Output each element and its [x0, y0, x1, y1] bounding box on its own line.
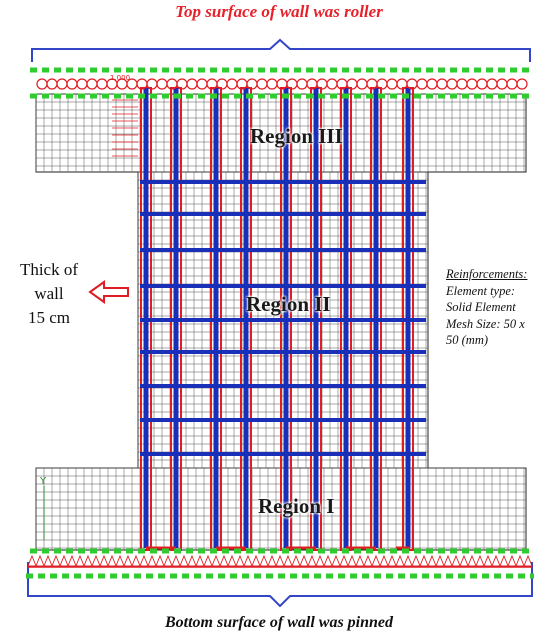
- roller-circle: [256, 78, 268, 90]
- roller-circle: [476, 78, 488, 90]
- region-3-label: Region III: [250, 124, 343, 148]
- region-1-label: Region I: [258, 494, 335, 518]
- wall-thickness-label: Thick of wall 15 cm: [6, 258, 92, 330]
- roller-circle: [416, 78, 428, 90]
- roller-circle: [126, 78, 138, 90]
- roller-circle: [386, 78, 398, 90]
- roller-circle: [466, 78, 478, 90]
- region-2-label: Region II: [246, 292, 331, 316]
- top-value-label: 1.000: [110, 74, 130, 82]
- roller-circle: [496, 78, 508, 90]
- axis-y-label: Y: [39, 476, 47, 487]
- reinforcement-line-4: 50 (mm): [446, 333, 489, 348]
- pinned-supports: [27, 554, 533, 567]
- roller-circle: [46, 78, 58, 90]
- bottom-caption: Bottom surface of wall was pinned: [164, 614, 394, 631]
- thickness-line-2: wall: [34, 284, 64, 303]
- roller-circle: [36, 78, 48, 90]
- roller-circle: [266, 78, 278, 90]
- bottom-bracket: [27, 562, 533, 608]
- roller-circle: [186, 78, 198, 90]
- thickness-arrow: [88, 280, 129, 304]
- roller-circle: [196, 78, 208, 90]
- roller-circle: [486, 78, 498, 90]
- roller-circle: [426, 78, 438, 90]
- roller-circle: [96, 78, 108, 90]
- roller-circle: [156, 78, 168, 90]
- roller-circle: [356, 78, 368, 90]
- roller-circle: [326, 78, 338, 90]
- thickness-line-1: Thick of: [19, 260, 79, 279]
- roller-circle: [66, 78, 78, 90]
- roller-circle: [446, 78, 458, 90]
- thickness-line-3: 15 cm: [27, 308, 71, 327]
- reinforcement-note: Reinforcements: Element type: Solid Elem…: [446, 266, 558, 349]
- reinforcement-line-1: Element type:: [446, 283, 516, 298]
- roller-circle: [296, 78, 308, 90]
- top-caption: Top surface of wall was roller: [175, 2, 383, 21]
- roller-circle: [56, 78, 68, 90]
- roller-circle: [516, 78, 528, 90]
- roller-circle: [76, 78, 88, 90]
- roller-circle: [506, 78, 518, 90]
- roller-circle: [456, 78, 468, 90]
- top-bracket: [31, 38, 531, 62]
- reinforcement-line-3: Mesh Size: 50 x: [446, 316, 525, 331]
- roller-circle: [86, 78, 98, 90]
- roller-circle: [226, 78, 238, 90]
- reinforcement-line-2: Solid Element: [446, 300, 516, 315]
- reinforcement-title: Reinforcements:: [446, 267, 528, 281]
- roller-circle: [436, 78, 448, 90]
